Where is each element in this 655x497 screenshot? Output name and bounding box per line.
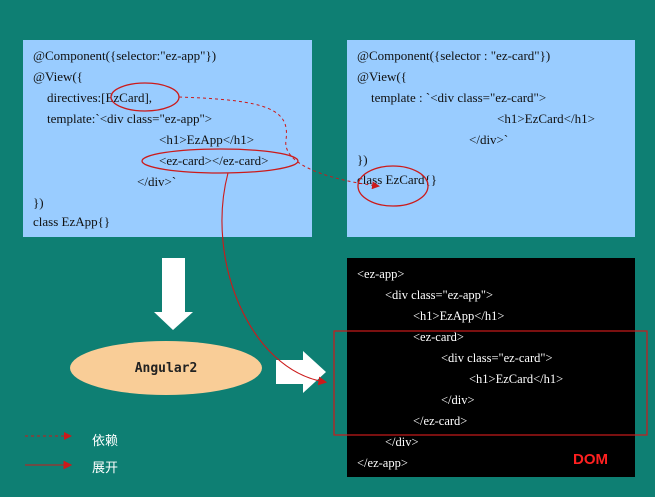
app-line-2: @View({: [33, 69, 83, 84]
dom-line-2: <div class="ez-app">: [385, 288, 494, 302]
angular2-label: Angular2: [134, 360, 198, 376]
app-line-6: <ez-card></ez-card>: [159, 153, 269, 168]
down-arrow: [154, 258, 193, 330]
card-line-5: </div>`: [469, 132, 509, 147]
legend-expand-label: 展开: [92, 461, 119, 476]
app-line-3: directives:[EzCard],: [47, 90, 153, 105]
card-line-2: @View({: [357, 69, 407, 84]
dom-title: DOM: [573, 451, 608, 468]
legend-dependency-label: 依赖: [92, 434, 119, 449]
dom-line-5: <div class="ez-card">: [441, 351, 553, 365]
dom-line-10: </ez-app>: [357, 456, 408, 470]
card-line-4: <h1>EzCard</h1>: [497, 111, 595, 126]
directive-highlight-ellipse: [110, 82, 180, 112]
dom-line-3: <h1>EzApp</h1>: [413, 309, 505, 323]
dom-line-8: </ez-card>: [413, 414, 468, 428]
app-line-8: }): [33, 195, 44, 210]
angular2-processor: Angular2: [70, 341, 262, 395]
dom-line-7: </div>: [441, 393, 475, 407]
app-line-7: </div>`: [137, 174, 177, 189]
expanded-ez-card-highlight: [333, 330, 648, 436]
expand-arrow: [221, 172, 328, 386]
class-ezcard-highlight-ellipse: [357, 165, 429, 207]
dom-line-4: <ez-card>: [413, 330, 464, 344]
ez-card-tag-highlight-ellipse: [141, 148, 299, 174]
dom-line-9: </div>: [385, 435, 419, 449]
dom-line-6: <h1>EzCard</h1>: [469, 372, 564, 386]
app-line-1: @Component({selector:"ez-app"}): [33, 48, 217, 63]
card-line-6: }): [357, 152, 368, 167]
card-line-3: template : `<div class="ez-card">: [371, 90, 547, 105]
app-line-9: class EzApp{}: [33, 214, 111, 229]
dom-output-box: <ez-app> <div class="ez-app"> <h1>EzApp<…: [347, 258, 635, 477]
card-line-1: @Component({selector : "ez-card"}): [357, 48, 551, 63]
dom-line-1: <ez-app>: [357, 267, 405, 281]
app-line-5: <h1>EzApp</h1>: [159, 132, 255, 147]
app-line-4: template:`<div class="ez-app">: [47, 111, 213, 126]
ez-app-code-box: @Component({selector:"ez-app"}) @View({ …: [23, 40, 312, 237]
right-arrow: [276, 351, 326, 393]
